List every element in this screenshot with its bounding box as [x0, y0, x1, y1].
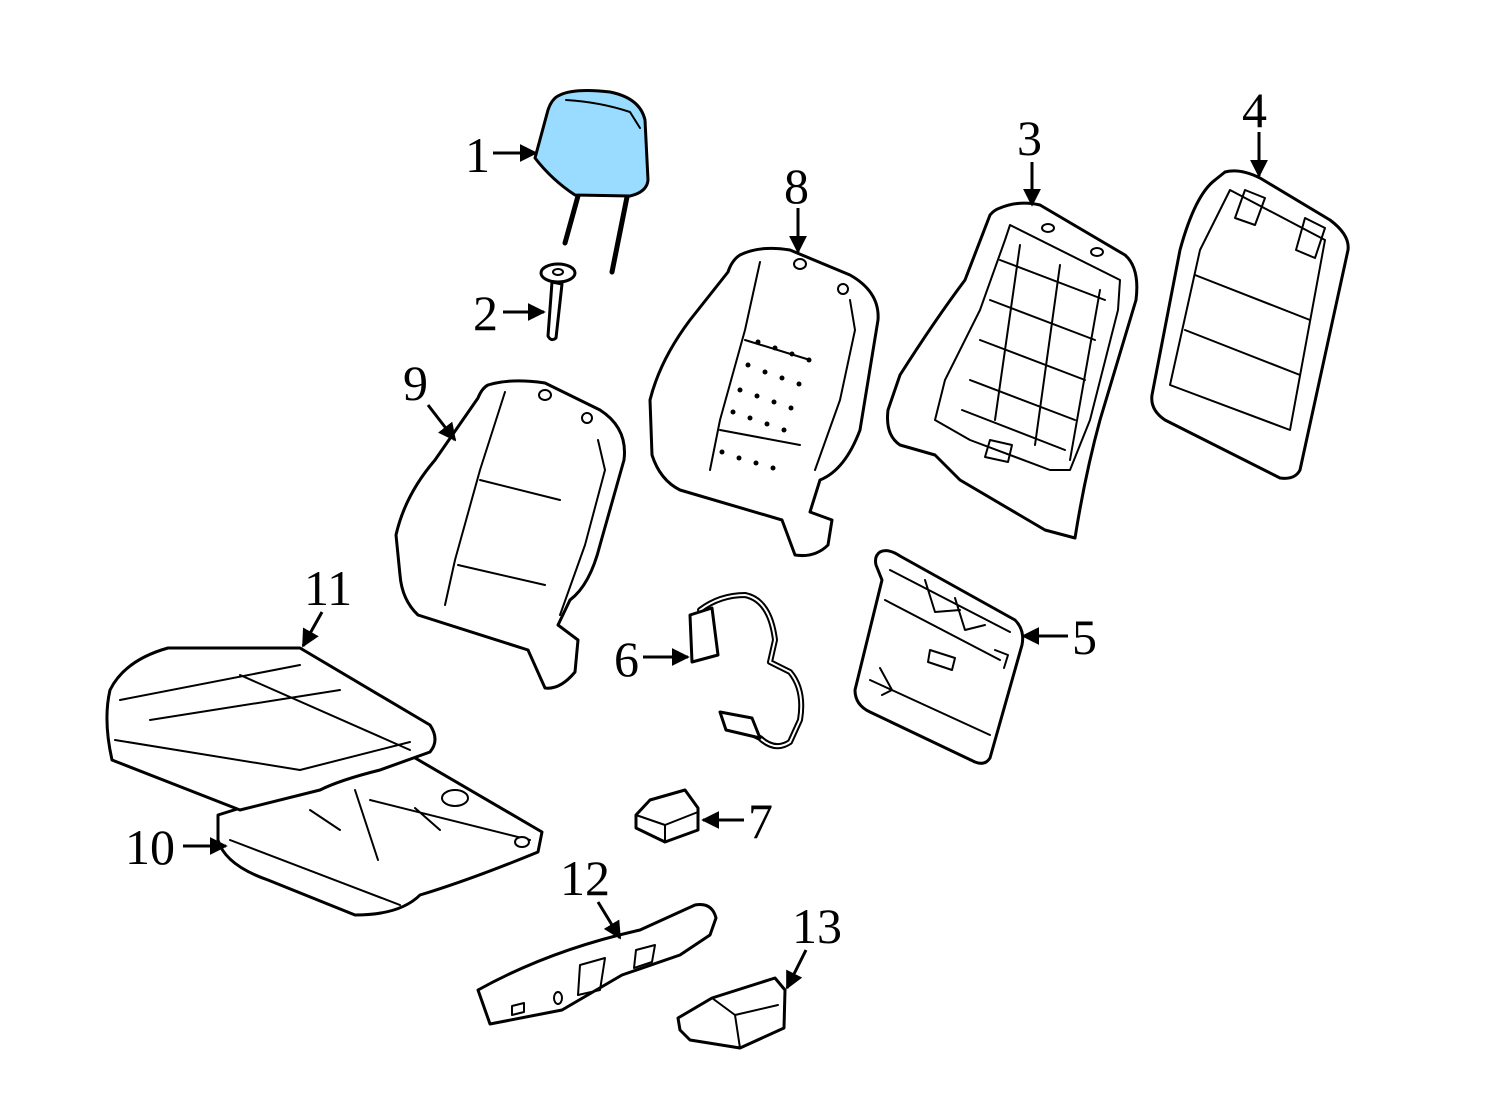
part-backrest-frame[interactable] [886, 201, 1139, 540]
seat-pad-lines [229, 789, 531, 906]
part-headrest[interactable] [533, 89, 650, 275]
backrest-trim-seam-a [444, 391, 506, 606]
backrest-frame-latch [984, 439, 1013, 463]
side-trim-hole [553, 991, 563, 1005]
callout-9: 9 [403, 355, 428, 411]
trim-cap-edge [711, 997, 779, 1049]
rear-panel-clip-left [1234, 189, 1266, 226]
backrest-trim-hole-right [581, 412, 593, 424]
backrest-frame-grid [961, 244, 1106, 461]
callout-6: 6 [614, 631, 639, 687]
guide-pin-shaft [546, 280, 564, 342]
callout-7: 7 [748, 793, 773, 849]
part-rear-panel[interactable] [1150, 169, 1350, 480]
switch-module-body [634, 788, 700, 844]
backrest-cover-outline [648, 246, 880, 557]
harness-cable-inner [699, 594, 803, 748]
rear-panel-inner [1169, 189, 1326, 431]
headrest-crease [565, 99, 641, 129]
side-trim-outline [476, 903, 718, 1026]
harness-connector-top [688, 606, 720, 664]
side-trim-window-a [577, 957, 606, 996]
backrest-cover-seam-c [719, 339, 811, 446]
callout-8: 8 [784, 158, 809, 214]
side-trim-window-b [633, 944, 656, 969]
seat-pad-hole-small [514, 836, 530, 848]
callout-labels: 1 2 3 4 5 6 7 8 9 10 11 12 13 [125, 82, 1267, 954]
part-wiring-harness[interactable] [688, 592, 805, 750]
backrest-cover-hole-left [793, 258, 807, 270]
backrest-trim-hole-left [538, 389, 552, 401]
backrest-trim-seam-c [457, 479, 561, 586]
callout-10: 10 [125, 819, 175, 875]
part-seat-cushion-cover[interactable] [105, 646, 437, 812]
callout-leaders [183, 132, 1268, 990]
callout-5: 5 [1072, 609, 1097, 665]
headrest-cushion [533, 89, 650, 198]
backrest-cover-hole-right [837, 283, 849, 295]
backrest-frame-outline [886, 201, 1139, 540]
part-side-trim[interactable] [476, 903, 718, 1026]
seat-cover-lines [114, 664, 411, 771]
rear-panel-outline [1150, 169, 1350, 480]
callout-11: 11 [304, 560, 352, 616]
part-backrest-cover[interactable] [648, 246, 880, 557]
guide-pin-hole [552, 268, 564, 276]
callout-13: 13 [792, 898, 842, 954]
perforation-pattern [719, 339, 812, 471]
backrest-trim-seam-b [559, 439, 606, 616]
callout-3: 3 [1017, 110, 1042, 166]
rear-panel-clip-right [1295, 217, 1326, 259]
callout-4: 4 [1242, 82, 1267, 138]
lumbar-panel-outline [853, 549, 1025, 765]
callout-1: 1 [465, 127, 490, 183]
callout-12: 12 [560, 850, 610, 906]
part-trim-cap[interactable] [676, 976, 787, 1050]
callout-2: 2 [473, 285, 498, 341]
harness-connector-bottom [718, 710, 762, 740]
part-lumbar-panel[interactable] [853, 549, 1025, 765]
backrest-trim-outline [394, 379, 626, 690]
side-trim-slot [511, 1002, 525, 1016]
backrest-frame-hole-right [1090, 247, 1104, 257]
headrest-guide-right [609, 194, 630, 275]
backrest-cover-seam-a [709, 261, 761, 471]
switch-module-edge [635, 811, 699, 843]
seat-pad-hole [441, 789, 469, 807]
backrest-cover-seam-b [814, 299, 856, 471]
backrest-frame-hole-left [1041, 223, 1055, 233]
headrest-guide-left [562, 193, 581, 246]
part-backrest-trim[interactable] [394, 379, 626, 690]
lumbar-panel-lines [869, 569, 1011, 736]
part-guide-pin[interactable] [539, 262, 577, 342]
part-switch-module[interactable] [634, 788, 700, 844]
seat-cover-outline [105, 646, 437, 812]
